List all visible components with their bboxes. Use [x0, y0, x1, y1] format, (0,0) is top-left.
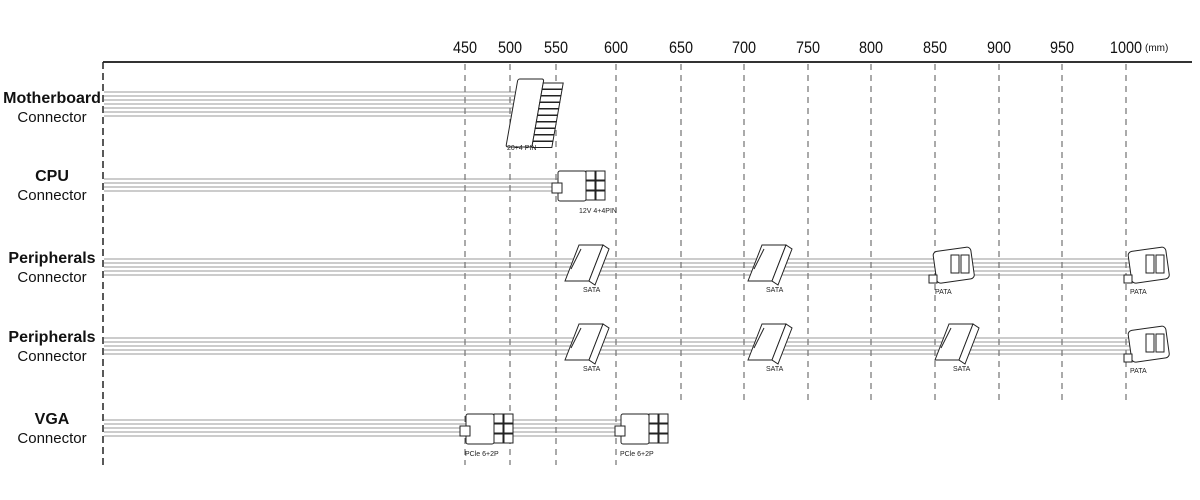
connector-label: PCle 6+2P [465, 451, 499, 458]
row-subtitle: Connector [17, 269, 87, 286]
axis-tick-label: 800 [858, 38, 884, 57]
connector-label: SATA [953, 366, 971, 373]
sata-connector-icon [934, 323, 980, 365]
connector-label: PATA [935, 289, 952, 296]
axis-unit: (mm) [1145, 43, 1169, 54]
sata-connector-icon [564, 244, 610, 286]
row-label: VGA Connector [0, 410, 104, 448]
connector-label: SATA [583, 287, 601, 294]
row-title: Peripherals [8, 250, 96, 267]
connector-label: 12V 4+4PIN [579, 208, 617, 215]
row-title: VGA [34, 411, 70, 428]
pata-connector-icon [1123, 325, 1170, 363]
row-subtitle: Connector [17, 109, 87, 126]
axis-tick-label: 600 [603, 38, 629, 57]
axis-tick-label: 750 [795, 38, 821, 57]
axis-tick-label: 950 [1049, 38, 1075, 57]
connector-label: PATA [1130, 289, 1147, 296]
eps-connector-icon [551, 170, 606, 202]
row-title: CPU [35, 168, 69, 185]
pcie-connector-icon [614, 413, 669, 445]
connector-label: PCle 6+2P [620, 451, 654, 458]
axis-tick-label: 900 [986, 38, 1012, 57]
connector-label: SATA [766, 287, 784, 294]
pata-connector-icon [928, 246, 975, 284]
connector-label: 20+4 PIN [507, 145, 537, 152]
axis-tick-label: 450 [452, 38, 478, 57]
row-title: Motherboard [3, 90, 101, 107]
connector-label: SATA [766, 366, 784, 373]
axis-tick-label: 700 [731, 38, 757, 57]
axis-tick-label: 1000 [1109, 38, 1143, 57]
sata-connector-icon [564, 323, 610, 365]
axis-tick-label: 500 [497, 38, 523, 57]
row-subtitle: Connector [17, 430, 87, 447]
connector-label: PATA [1130, 368, 1147, 375]
row-label: CPU Connector [0, 167, 104, 205]
sata-connector-icon [747, 244, 793, 286]
sata-connector-icon [747, 323, 793, 365]
pcie-connector-icon [459, 413, 514, 445]
connector-label: SATA [583, 366, 601, 373]
row-subtitle: Connector [17, 348, 87, 365]
pata-connector-icon [1123, 246, 1170, 284]
axis-tick-label: 650 [668, 38, 694, 57]
row-title: Peripherals [8, 329, 96, 346]
atx-connector-icon [505, 78, 564, 148]
axis-tick-label: 850 [922, 38, 948, 57]
row-subtitle: Connector [17, 187, 87, 204]
axis-tick-label: 550 [543, 38, 569, 57]
